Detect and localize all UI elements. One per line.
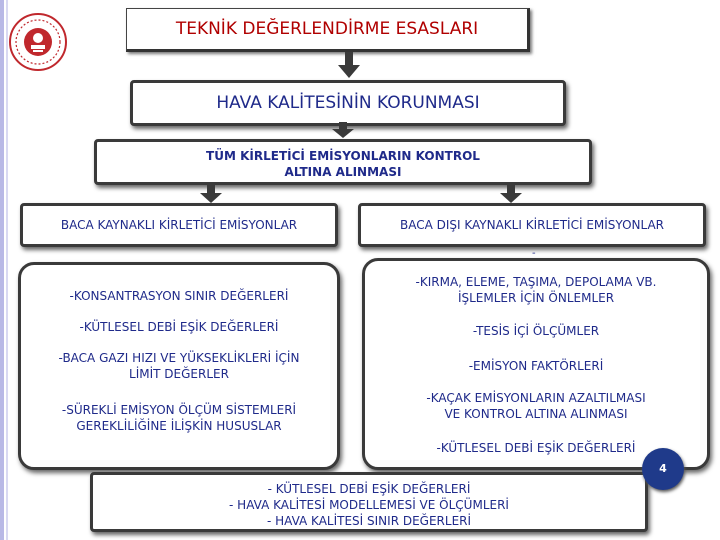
emission-control-line1: TÜM KİRLETİCİ EMİSYONLARIN KONTROL <box>206 149 480 163</box>
page-number-badge: 4 <box>642 448 684 490</box>
air-quality-protection-box: HAVA KALİTESİNİN KORUNMASI <box>130 80 566 126</box>
arrow-down-icon <box>332 122 354 138</box>
arrow-down-icon <box>338 52 360 78</box>
air-quality-summary-box: - KÜTLESEL DEBİ EŞİK DEĞERLERİ - HAVA KA… <box>90 472 648 532</box>
list-item: -EMİSYON FAKTÖRLERİ <box>468 359 604 373</box>
arrow-down-icon <box>200 185 222 203</box>
list-item: -BACA GAZI HIZI VE YÜKSEKLİKLERİ İÇİN <box>58 351 300 365</box>
list-item: -KAÇAK EMİSYONLARIN AZALTILMASI <box>426 391 646 405</box>
list-item: - HAVA KALİTESİ SINIR DEĞERLERİ <box>266 514 472 528</box>
stack-emissions-header: BACA KAYNAKLI KİRLETİCİ EMİSYONLAR <box>20 203 338 247</box>
list-item: -SÜREKLİ EMİSYON ÖLÇÜM SİSTEMLERİ <box>61 403 297 417</box>
list-item: İŞLEMLER İÇİN ÖNLEMLER <box>457 291 615 305</box>
arrow-down-icon <box>500 185 522 203</box>
ministry-seal-icon <box>9 13 67 71</box>
list-item: -KÜTLESEL DEBİ EŞİK DEĞERLERİ <box>79 320 279 334</box>
list-item: -KÜTLESEL DEBİ EŞİK DEĞERLERİ <box>436 441 636 455</box>
page-title: TEKNİK DEĞERLENDİRME ESASLARI <box>126 8 530 52</box>
list-item: -KIRMA, ELEME, TAŞIMA, DEPOLAMA VB. <box>415 275 657 289</box>
emission-control-box: TÜM KİRLETİCİ EMİSYONLARIN KONTROL ALTIN… <box>94 139 592 185</box>
list-item: VE KONTROL ALTINA ALINMASI <box>444 407 628 421</box>
slide-frame-shadow <box>6 0 8 540</box>
list-item: - KÜTLESEL DEBİ EŞİK DEĞERLERİ <box>267 482 471 496</box>
stray-dash: - <box>532 248 536 259</box>
list-item: - HAVA KALİTESİ MODELLEMESİ VE ÖLÇÜMLERİ <box>229 498 509 512</box>
list-item: LİMİT DEĞERLER <box>129 367 229 381</box>
list-item: -TESİS İÇİ ÖLÇÜMLER <box>472 324 600 338</box>
emission-control-line2: ALTINA ALINMASI <box>284 165 402 179</box>
non-stack-emissions-panel: -KIRMA, ELEME, TAŞIMA, DEPOLAMA VB. İŞLE… <box>362 258 710 470</box>
non-stack-emissions-header: BACA DIŞI KAYNAKLI KİRLETİCİ EMİSYONLAR <box>358 203 706 247</box>
stack-emissions-panel: -KONSANTRASYON SINIR DEĞERLERİ -KÜTLESEL… <box>18 262 340 470</box>
slide-frame-left <box>0 0 4 540</box>
list-item: -KONSANTRASYON SINIR DEĞERLERİ <box>69 289 289 303</box>
list-item: GEREKLİLİĞİNE İLİŞKİN HUSUSLAR <box>76 419 282 433</box>
